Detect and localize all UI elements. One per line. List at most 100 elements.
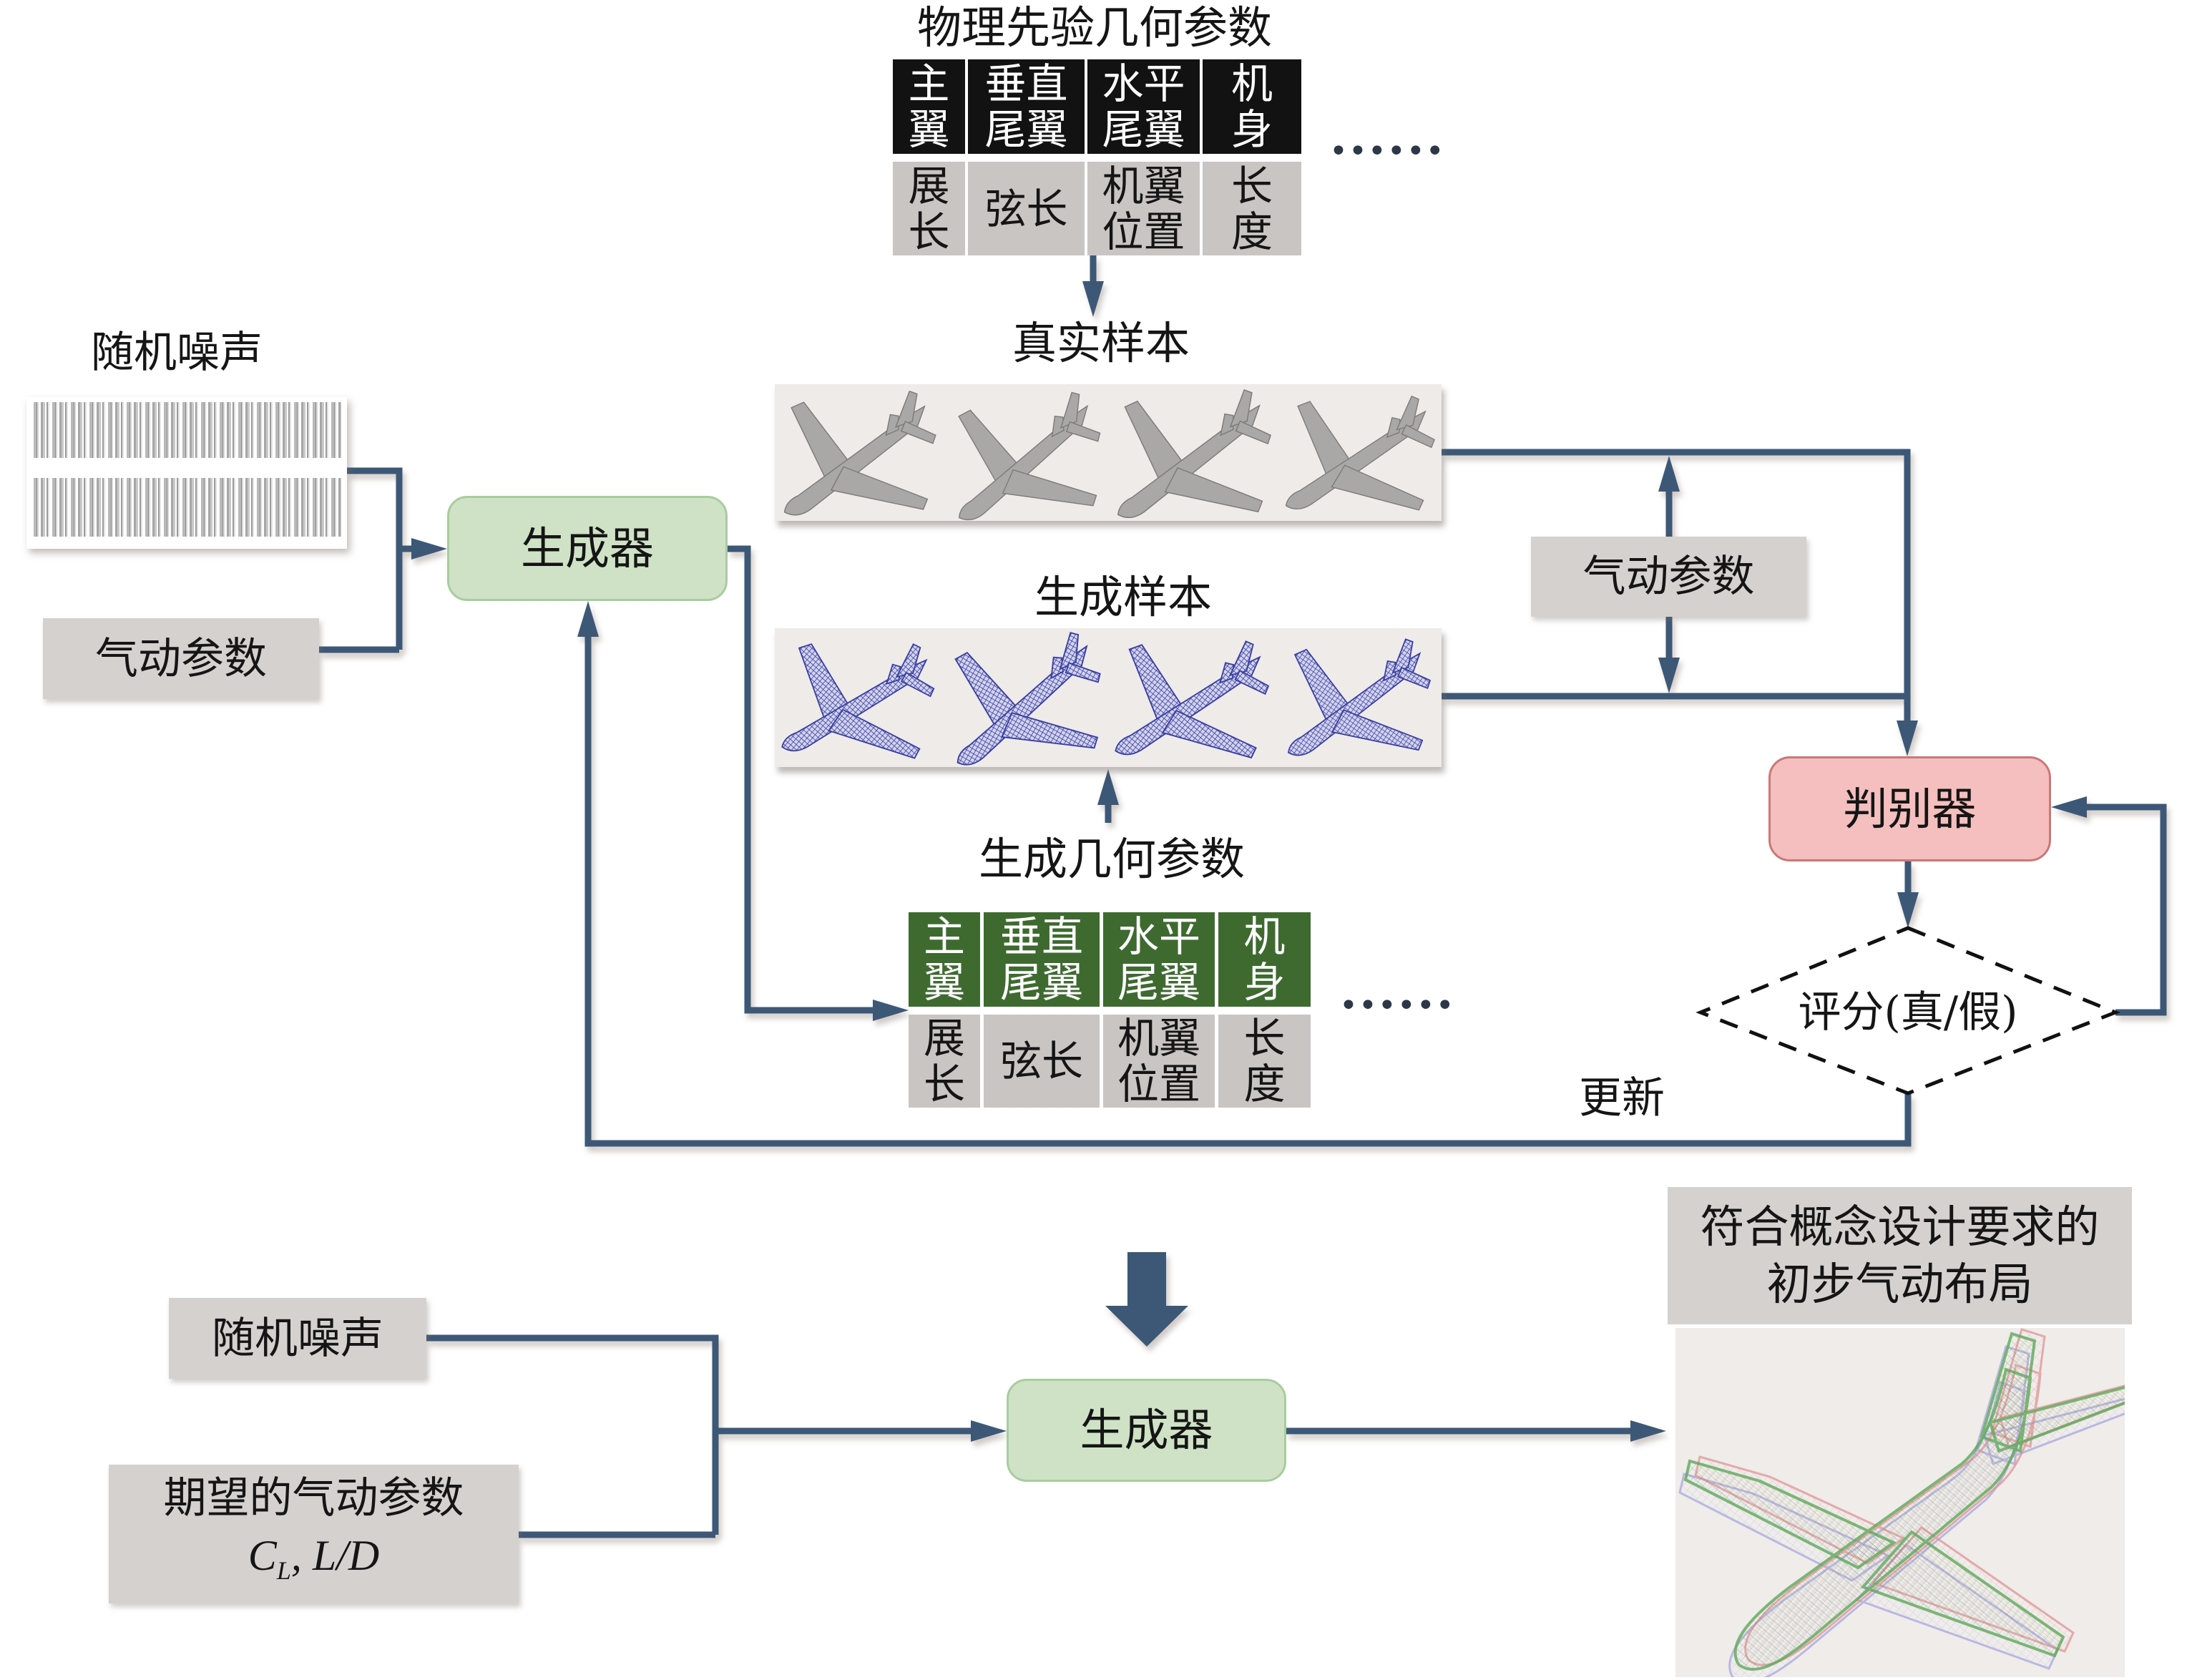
arrow-score-feedback-to-discriminator [2051, 796, 2167, 1016]
noise-label: 随机噪声 [91, 328, 263, 378]
cell-text-line: 身 [1230, 105, 1273, 154]
cell-text-line: 长 [923, 1060, 965, 1108]
real-sample-aircraft [1117, 389, 1271, 519]
generated-sample-aircraft [946, 630, 1108, 766]
cell-text-line: 翼 [923, 958, 965, 1007]
prior-header-main-wing: 主 翼 [893, 59, 965, 154]
generator-node: 生成器 [447, 496, 728, 601]
prior-value-wing-position: 机翼 位置 [1087, 162, 1200, 255]
prior-params-table: 主 翼 垂直 尾翼 水平 尾翼 机 身 展 长 弦长 机翼 位置 长 度 [893, 59, 1301, 255]
cell-text-line: 机翼 [1117, 1014, 1200, 1063]
generated-header-main-wing: 主 翼 [909, 912, 980, 1007]
cell-text-line: 位置 [1102, 207, 1185, 256]
expected-aero-params-box: 期望的气动参数 CL, L/D [109, 1465, 519, 1603]
cell-text-line: 位置 [1117, 1060, 1200, 1108]
cell-text-line: 垂直 [984, 59, 1068, 108]
generated-sample-aircraft [1288, 638, 1431, 756]
connector-bottom-noise [426, 1334, 719, 1535]
generated-header-fuselage: 机 身 [1218, 912, 1311, 1007]
generated-value-length: 长 度 [1218, 1015, 1311, 1108]
prior-header-vertical-tail: 垂直 尾翼 [968, 59, 1085, 154]
aero-params-input-label: 气动参数 [95, 633, 267, 684]
real-sample-aircraft [783, 391, 936, 516]
cell-text-line: 翼 [908, 105, 950, 154]
generated-header-vertical-tail: 垂直 尾翼 [984, 912, 1100, 1007]
cell-text-line: 长 [1230, 161, 1273, 210]
prior-value-chord: 弦长 [968, 162, 1085, 255]
generated-header-horizontal-tail: 水平 尾翼 [1103, 912, 1215, 1007]
prior-header-fuselage: 机 身 [1203, 59, 1301, 154]
connector-noise-to-junction [347, 467, 403, 650]
formula-symbol: C [248, 1531, 277, 1579]
generated-sample-aircraft [1115, 632, 1273, 765]
real-samples-label: 真实样本 [1012, 317, 1190, 369]
generated-value-span: 展 长 [909, 1015, 980, 1108]
cell-text-line: 弦长 [999, 1037, 1083, 1085]
inference-noise-label: 随机噪声 [212, 1313, 383, 1364]
aero-params-condition-box: 气动参数 [1531, 537, 1806, 617]
cell-text-line: 机 [1230, 59, 1273, 108]
result-layout-image [1675, 1328, 2149, 1680]
generator-label: 生成器 [520, 522, 654, 575]
arrow-update-to-generator [577, 601, 1912, 1147]
score-diamond [1696, 926, 2120, 1095]
generated-value-wing-position: 机翼 位置 [1103, 1015, 1215, 1108]
cell-text-line: 尾翼 [1117, 958, 1200, 1007]
cell-text-line: 度 [1243, 1060, 1286, 1108]
generated-params-title: 生成几何参数 [978, 833, 1245, 885]
random-noise-image [26, 397, 347, 549]
cell-text-line: 主 [908, 59, 950, 108]
update-label: 更新 [1579, 1073, 1665, 1123]
generated-samples-label: 生成样本 [1034, 571, 1212, 623]
cell-text-line: 身 [1243, 958, 1286, 1007]
cell-text-line: 尾翼 [984, 105, 1068, 154]
expected-aero-params-label: 期望的气动参数 [163, 1473, 464, 1523]
cell-text-line: 度 [1230, 207, 1273, 256]
generated-sample-aircraft [781, 630, 939, 766]
arrow-generator-to-generated-params [728, 545, 909, 1021]
inference-noise-box: 随机噪声 [169, 1298, 426, 1379]
formula-rest: , L/D [290, 1531, 380, 1579]
inference-generator-label: 生成器 [1080, 1404, 1213, 1456]
discriminator-label: 判别器 [1843, 782, 1977, 835]
noise-stripes-row [32, 402, 341, 458]
formula-subscript: L [276, 1556, 291, 1585]
prior-params-title: 物理先验几何参数 [916, 1, 1272, 54]
noise-stripes-row [32, 478, 341, 537]
transition-down-arrow [1105, 1252, 1188, 1347]
real-sample-aircraft [1285, 389, 1437, 517]
cell-text-line: 水平 [1102, 59, 1185, 108]
cell-text-line: 展 [908, 161, 950, 210]
cell-text-line: 水平 [1117, 912, 1200, 961]
cell-text-line: 机 [1243, 912, 1286, 961]
result-title-line: 初步气动布局 [1766, 1258, 2033, 1310]
cell-text-line: 主 [923, 912, 965, 961]
generated-samples-strip [775, 628, 1442, 767]
generated-value-chord: 弦长 [984, 1015, 1100, 1108]
cell-text-line: 展 [923, 1014, 965, 1063]
prior-params-ellipsis: •••••• [1329, 133, 1445, 170]
inference-generator-node: 生成器 [1007, 1379, 1286, 1482]
score-label: 评分(真/假) [1798, 987, 2018, 1037]
real-samples-strip [775, 384, 1442, 521]
arrow-real-samples-to-discriminator [1442, 449, 1918, 756]
aero-params-input-box: 气动参数 [43, 618, 319, 699]
generated-params-ellipsis: •••••• [1339, 987, 1455, 1024]
cell-text-line: 弦长 [984, 184, 1068, 233]
cell-text-line: 尾翼 [1102, 105, 1185, 154]
prior-value-length: 长 度 [1203, 162, 1301, 255]
cell-text-line: 长 [1243, 1014, 1286, 1063]
prior-header-horizontal-tail: 水平 尾翼 [1087, 59, 1200, 154]
prior-value-span: 展 长 [893, 162, 965, 255]
result-aircraft-green [1684, 1332, 2139, 1671]
generated-params-table: 主 翼 垂直 尾翼 水平 尾翼 机 身 展 长 弦长 机翼 位置 长 度 [909, 912, 1311, 1108]
cell-text-line: 长 [908, 207, 950, 256]
result-title-box: 符合概念设计要求的 初步气动布局 [1668, 1187, 2132, 1324]
cell-text-line: 垂直 [999, 912, 1083, 961]
cell-text-line: 尾翼 [999, 958, 1083, 1007]
result-aircraft-overlay [1678, 1328, 2149, 1680]
result-title-line: 符合概念设计要求的 [1700, 1201, 2100, 1253]
real-sample-aircraft [950, 390, 1106, 521]
aero-params-condition-label: 气动参数 [1582, 552, 1755, 602]
